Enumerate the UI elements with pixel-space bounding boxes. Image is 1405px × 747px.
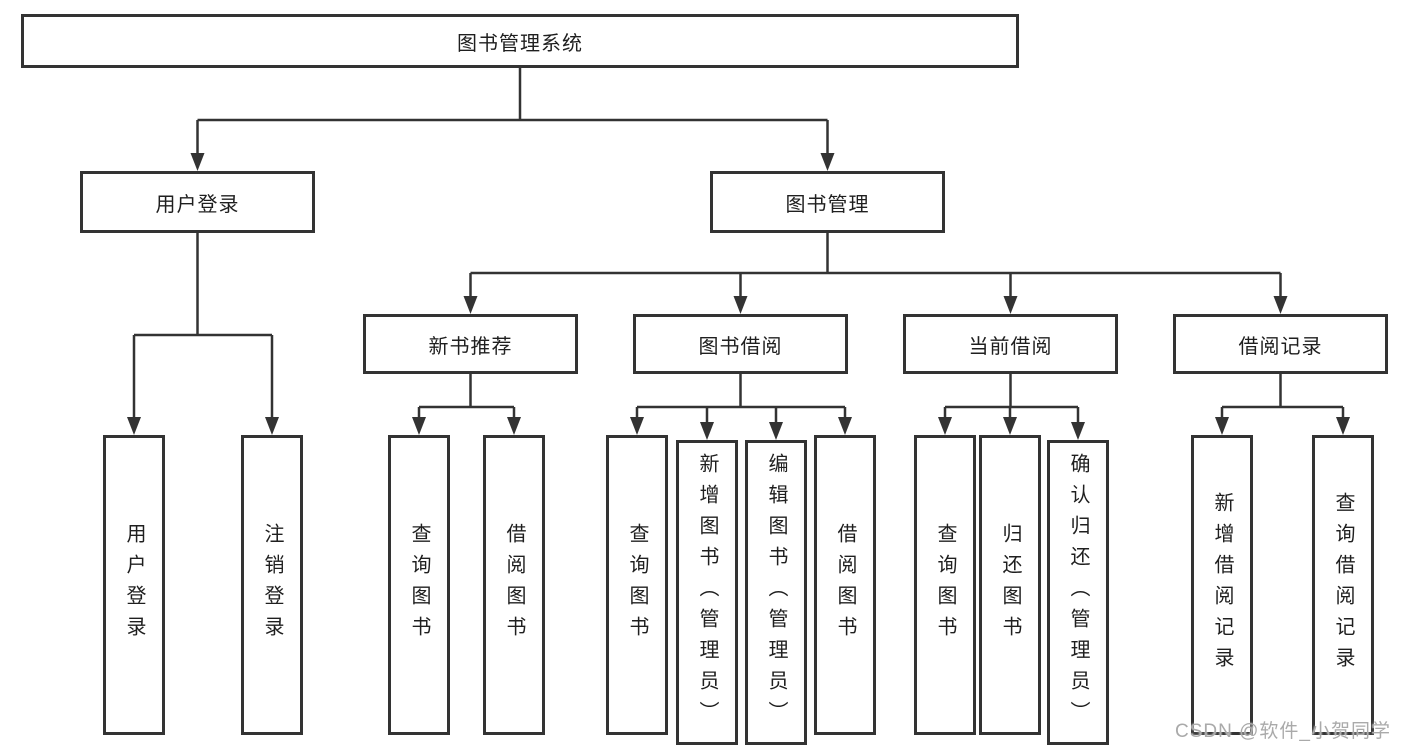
node-borrow: 图书借阅 (633, 314, 848, 374)
arrowheads (127, 153, 1350, 440)
node-current: 当前借阅 (903, 314, 1118, 374)
node-new-books: 新书推荐 (363, 314, 578, 374)
leaf-newbooks-query: 查询图书 (388, 435, 450, 735)
connector-user-login (132, 233, 274, 424)
leaf-records-add: 新增借阅记录 (1191, 435, 1253, 735)
leaf-records-query: 查询借阅记录 (1312, 435, 1374, 735)
leaf-borrow-edit-admin: 编辑图书（管理员） (745, 440, 807, 745)
leaf-user-login: 用户登录 (103, 435, 165, 735)
node-records: 借阅记录 (1173, 314, 1388, 374)
node-root: 图书管理系统 (21, 14, 1019, 68)
connector-records (1220, 374, 1345, 424)
leaf-borrow-add-admin: 新增图书（管理员） (676, 440, 738, 745)
connector-current (943, 374, 1080, 429)
leaf-current-confirm-admin: 确认归还（管理员） (1047, 440, 1109, 745)
leaf-newbooks-borrow: 借阅图书 (483, 435, 545, 735)
leaf-logout: 注销登录 (241, 435, 303, 735)
connector-new-books (417, 374, 516, 424)
leaf-current-query: 查询图书 (914, 435, 976, 735)
connector-root (196, 68, 829, 160)
leaf-current-return: 归还图书 (979, 435, 1041, 735)
node-user-login: 用户登录 (80, 171, 315, 233)
connector-borrow (635, 374, 847, 429)
connector-book-mgmt (469, 233, 1282, 303)
leaf-borrow-query: 查询图书 (606, 435, 668, 735)
node-book-mgmt: 图书管理 (710, 171, 945, 233)
leaf-borrow-book: 借阅图书 (814, 435, 876, 735)
